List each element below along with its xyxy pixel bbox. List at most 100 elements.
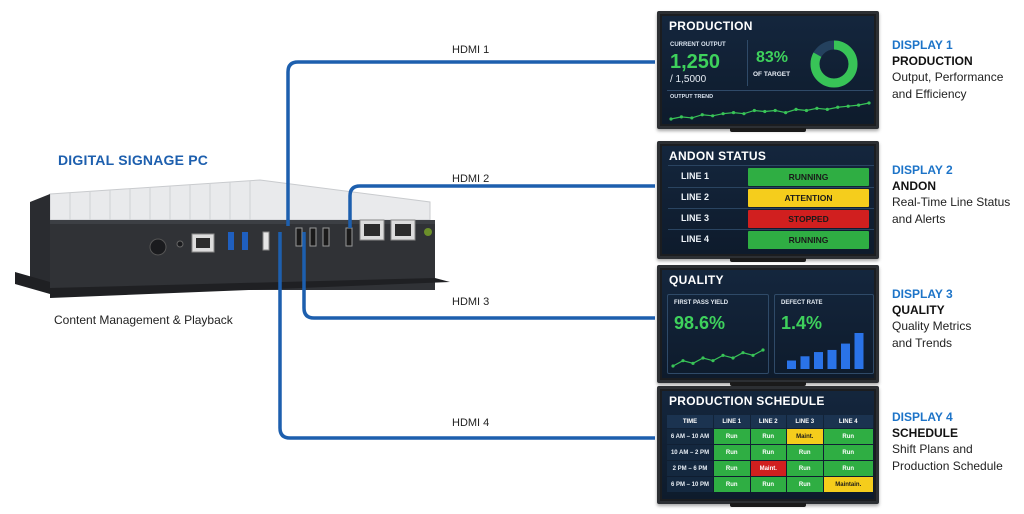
andon-row: LINE 3 STOPPED: [668, 210, 872, 228]
pc-title: DIGITAL SIGNAGE PC: [58, 152, 209, 168]
output-trend-chart: [669, 101, 871, 121]
trend-point: [773, 108, 777, 113]
target-percent-label: OF TARGET: [753, 71, 791, 78]
andon-separator: [668, 229, 874, 230]
schedule-table: TIME LINE 1 LINE 2 LINE 3 LINE 4 6 AM – …: [666, 414, 874, 493]
trend-point: [825, 107, 829, 111]
schedule-cell: Run: [714, 429, 750, 444]
trend-point: [741, 351, 745, 355]
schedule-screen: PRODUCTION SCHEDULE TIME LINE 1 LINE 2 L…: [662, 391, 874, 499]
trend-point: [690, 116, 694, 120]
defect-bar: [841, 343, 850, 369]
trend-point: [691, 361, 695, 365]
display-1-label: DISPLAY 1 PRODUCTION Output, Performance…: [892, 38, 1003, 103]
andon-status-badge: ATTENTION: [748, 189, 869, 207]
trend-point: [700, 113, 704, 117]
schedule-header: LINE 1: [714, 415, 750, 428]
schedule-cell: Run: [714, 445, 750, 460]
first-pass-yield-label: FIRST PASS YIELD: [674, 300, 729, 306]
pc-caption: Content Management & Playback: [54, 313, 233, 327]
schedule-row: 6 PM – 10 PM Run Run Run Maintain.: [667, 477, 873, 492]
production-divider: [747, 40, 748, 86]
trend-point: [846, 104, 850, 108]
output-trend-panel: OUTPUT TREND: [667, 90, 873, 123]
target-percent: 83%: [756, 49, 789, 66]
display-1-monitor: PRODUCTION CURRENT OUTPUT 1,250 / 1,5000…: [657, 11, 879, 132]
schedule-header: LINE 4: [823, 415, 873, 428]
display-number: DISPLAY 3: [892, 287, 953, 301]
trend-point: [836, 105, 840, 109]
first-pass-yield-trend-chart: [671, 348, 765, 368]
trend-point: [867, 101, 871, 105]
output-trend-label: OUTPUT TREND: [670, 94, 714, 100]
schedule-cell: Run: [787, 477, 823, 492]
schedule-cell: Run: [714, 461, 750, 476]
andon-separator: [668, 187, 874, 188]
andon-row: LINE 2 ATTENTION: [668, 189, 872, 207]
hdmi-label-2: HDMI 2: [452, 173, 490, 185]
defect-bar: [787, 360, 796, 369]
hdmi-label-4: HDMI 4: [452, 417, 490, 429]
schedule-cell: Maintain.: [823, 477, 873, 492]
andon-line-label: LINE 2: [681, 192, 710, 202]
schedule-cell: Run: [787, 445, 823, 460]
target-donut-arc: [810, 40, 858, 88]
display-name: ANDON: [892, 179, 936, 193]
trend-point: [679, 115, 684, 119]
schedule-cell: Run: [714, 477, 750, 492]
hdmi-label-1: HDMI 1: [452, 44, 490, 56]
quality-screen: QUALITY FIRST PASS YIELD 98.6% DEFECT RA…: [662, 270, 874, 378]
display-4-monitor: PRODUCTION SCHEDULE TIME LINE 1 LINE 2 L…: [657, 386, 879, 507]
andon-separator: [668, 208, 874, 209]
schedule-row: 2 PM – 6 PM Run Maint. Run Run: [667, 461, 873, 476]
signage-pc-illustration: [15, 179, 450, 298]
andon-row: LINE 4 RUNNING: [668, 231, 872, 249]
target-donut-chart: [810, 40, 858, 88]
schedule-cell: Run: [823, 429, 873, 444]
trend-point: [742, 112, 746, 116]
schedule-row: 6 AM – 10 AM Run Run Maint. Run: [667, 429, 873, 444]
defect-bar: [800, 356, 810, 369]
trend-point: [794, 107, 798, 111]
schedule-cell: Run: [787, 461, 823, 476]
trend-point: [669, 117, 673, 121]
trend-point: [815, 106, 819, 110]
trend-point: [731, 356, 735, 360]
display-name: QUALITY: [892, 303, 945, 317]
andon-status-badge: RUNNING: [748, 231, 869, 249]
schedule-row: 10 AM – 2 PM Run Run Run Run: [667, 445, 873, 460]
schedule-time: 6 PM – 10 PM: [667, 477, 713, 492]
trend-line: [670, 102, 870, 120]
hdmi-label-3: HDMI 3: [452, 296, 490, 308]
defect-bar: [827, 349, 837, 369]
schedule-cell: Maint.: [750, 461, 786, 476]
trend-point: [721, 353, 725, 357]
trend-point: [711, 114, 715, 118]
production-screen: PRODUCTION CURRENT OUTPUT 1,250 / 1,5000…: [662, 16, 874, 124]
andon-line-label: LINE 3: [681, 213, 710, 223]
trend-point: [681, 359, 685, 363]
andon-title: ANDON STATUS: [669, 149, 767, 163]
andon-status-badge: RUNNING: [748, 168, 869, 186]
first-pass-yield-panel: FIRST PASS YIELD 98.6%: [667, 294, 769, 374]
defect-rate-label: DEFECT RATE: [781, 300, 823, 306]
current-output-value: 1,250: [670, 51, 721, 73]
schedule-title: PRODUCTION SCHEDULE: [669, 394, 825, 408]
display-name: SCHEDULE: [892, 426, 959, 440]
trend-point: [671, 364, 675, 368]
trend-point: [721, 112, 725, 116]
display-number: DISPLAY 4: [892, 410, 953, 424]
production-title: PRODUCTION: [669, 19, 753, 33]
andon-row: LINE 1 RUNNING: [668, 168, 872, 186]
defect-rate-value: 1.4%: [781, 313, 823, 333]
schedule-time: 10 AM – 2 PM: [667, 445, 713, 460]
defect-bar: [854, 333, 864, 369]
signage-pc-device: [10, 172, 450, 302]
trend-line: [672, 349, 764, 367]
schedule-cell: Run: [823, 445, 873, 460]
